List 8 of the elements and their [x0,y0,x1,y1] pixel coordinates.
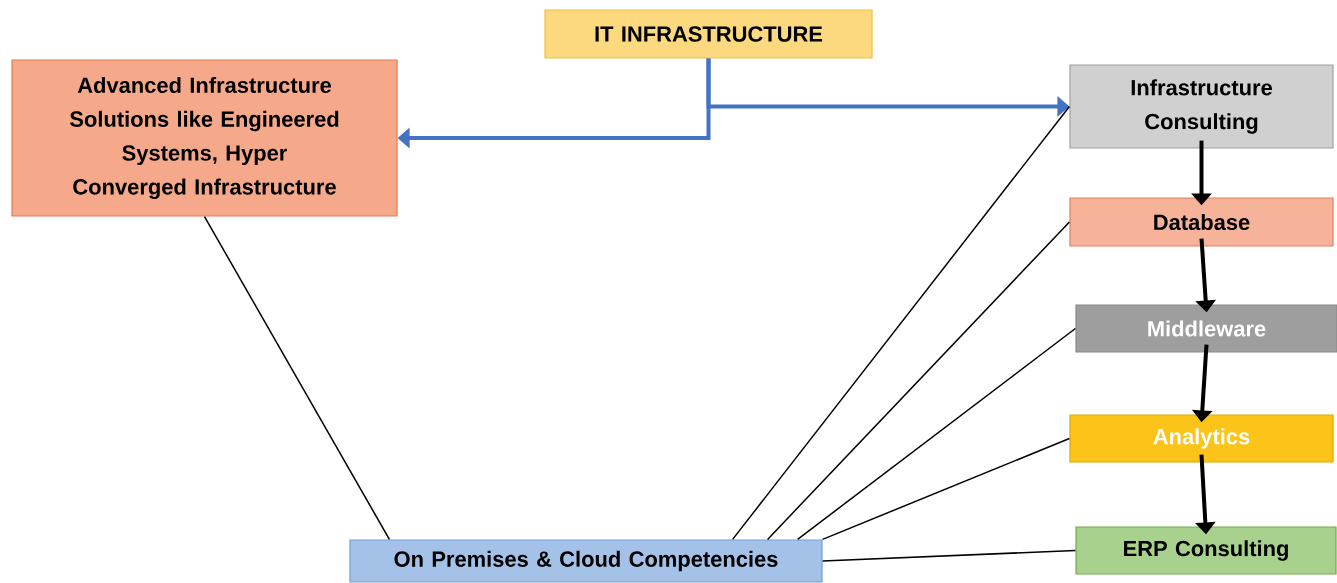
text-box: On Premises & Cloud Competencies [349,539,823,583]
text-box: Middleware [1075,304,1337,353]
text-box: ERP Consulting [1075,526,1337,575]
text-box: Analytics [1069,414,1334,463]
text-box: Infrastructure Consulting [1069,64,1334,149]
text-box: IT INFRASTRUCTURE [544,9,873,59]
text-box: Advanced Infrastructure Solutions like Engineered Systems, Hyper Converged Infrastructure [11,59,398,217]
text-box: Database [1069,197,1334,247]
